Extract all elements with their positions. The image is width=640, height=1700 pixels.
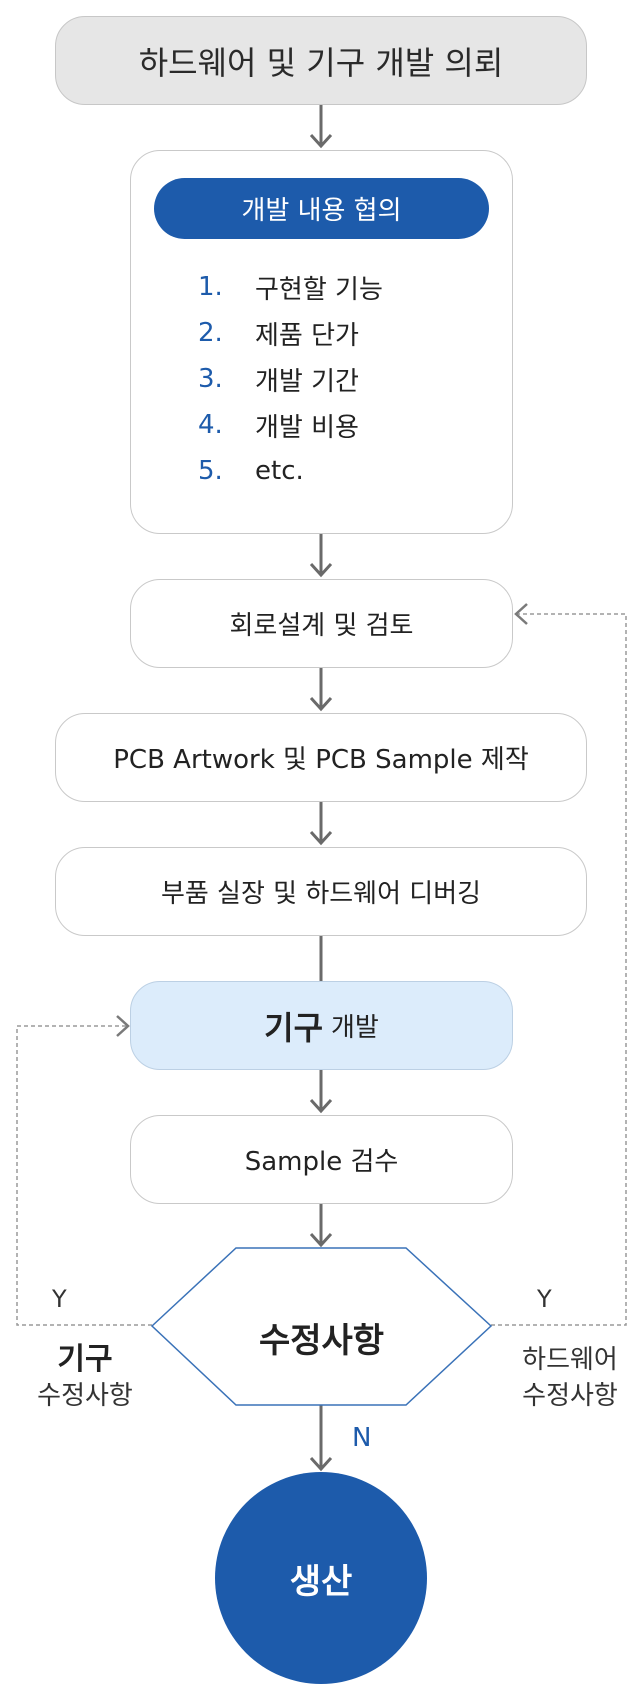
start-box: 하드웨어 및 기구 개발 의뢰 — [55, 16, 587, 105]
consult-title-pill: 개발 내용 협의 — [154, 178, 489, 239]
arrowhead — [309, 1456, 333, 1472]
list-number: 5. — [198, 456, 223, 486]
list-text: 제품 단가 — [255, 320, 359, 351]
list-number: 4. — [198, 410, 223, 440]
list-item: 3. 개발 기간 — [198, 356, 383, 402]
pcb-label: PCB Artwork 및 PCB Sample 제작 — [113, 745, 529, 775]
list-number: 3. — [198, 364, 223, 394]
list-text: 구현할 기능 — [255, 274, 383, 305]
list-number: 1. — [198, 272, 223, 302]
list-item: 4. 개발 비용 — [198, 402, 383, 448]
decision-label: 수정사항 — [258, 1320, 385, 1361]
no-label: N — [352, 1423, 372, 1453]
arrowhead — [309, 133, 333, 149]
pcb-box: PCB Artwork 및 PCB Sample 제작 — [55, 713, 587, 802]
list-number: 2. — [198, 318, 223, 348]
arrowhead-hardware — [514, 603, 528, 625]
arrowhead-mechanical — [116, 1015, 130, 1037]
parts-debug-box: 부품 실장 및 하드웨어 디버깅 — [55, 847, 587, 936]
left-branch-label: 기구 수정사항 — [20, 1342, 150, 1414]
list-item: 5. etc. — [198, 448, 383, 494]
circuit-design-box: 회로설계 및 검토 — [130, 579, 513, 668]
arrowhead — [309, 696, 333, 712]
decision-hexagon — [150, 1247, 493, 1406]
sample-inspection-box: Sample 검수 — [130, 1115, 513, 1204]
right-branch-line1: 하드웨어 — [522, 1345, 618, 1375]
arrowhead — [309, 830, 333, 846]
arrowhead — [309, 562, 333, 578]
list-item: 1. 구현할 기능 — [198, 264, 383, 310]
mechanical-dev-sub: 개발 — [331, 1013, 379, 1043]
right-branch-label: 하드웨어 수정사항 — [505, 1342, 635, 1414]
arrowhead — [309, 1098, 333, 1114]
list-item: 2. 제품 단가 — [198, 310, 383, 356]
left-branch-line1: 기구 — [57, 1342, 113, 1377]
list-text: etc. — [255, 456, 304, 486]
end-circle: 생산 — [215, 1472, 427, 1684]
list-text: 개발 기간 — [255, 366, 359, 397]
feedback-line-hardware — [491, 613, 627, 1326]
mechanical-dev-strong: 기구 — [264, 1008, 324, 1047]
consult-box: 개발 내용 협의 1. 구현할 기능 2. 제품 단가 3. 개발 기간 4. 개발 비… — [130, 150, 513, 534]
consult-list: 1. 구현할 기능 2. 제품 단가 3. 개발 기간 4. 개발 비용 5. etc. — [198, 264, 383, 494]
left-branch-line2: 수정사항 — [37, 1381, 133, 1411]
parts-debug-label: 부품 실장 및 하드웨어 디버깅 — [160, 879, 482, 909]
yes-left-label: Y — [52, 1285, 67, 1313]
circuit-design-label: 회로설계 및 검토 — [229, 611, 414, 641]
sample-inspection-label: Sample 검수 — [244, 1147, 399, 1177]
list-text: 개발 비용 — [255, 412, 359, 443]
end-label: 생산 — [289, 1561, 353, 1602]
right-branch-line2: 수정사항 — [522, 1381, 618, 1411]
start-label: 하드웨어 및 기구 개발 의뢰 — [138, 43, 504, 82]
arrowhead — [309, 1232, 333, 1248]
yes-right-label: Y — [537, 1285, 552, 1313]
consult-title: 개발 내용 협의 — [241, 196, 402, 226]
